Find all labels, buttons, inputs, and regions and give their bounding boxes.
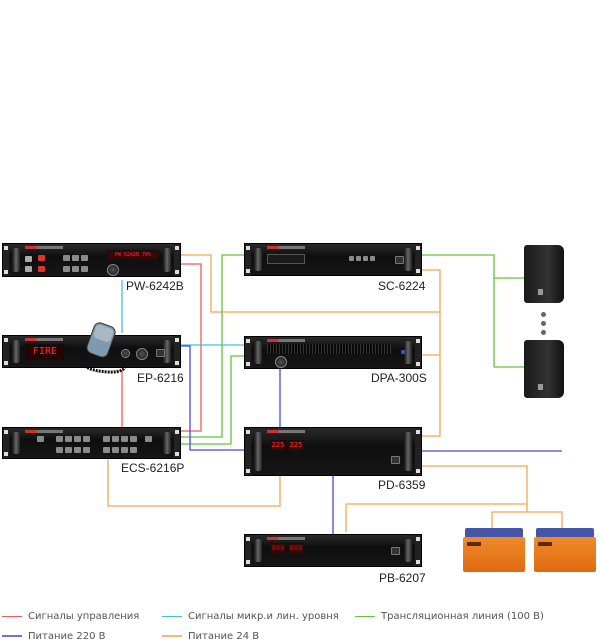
speaker-2 xyxy=(524,340,564,398)
pb-6207-display-right: 888 xyxy=(288,543,304,554)
pd-6359-display-right: 225 xyxy=(288,440,304,451)
device-dpa-300s xyxy=(244,336,422,369)
legend-item-mic-line: Сигналы микр.и лин. уровня xyxy=(162,609,339,623)
label-sc-6224: SC-6224 xyxy=(378,279,426,293)
wire-100v-speaker-2 xyxy=(493,278,524,368)
label-ep-6216: EP-6216 xyxy=(137,371,184,385)
battery-1 xyxy=(463,528,525,572)
legend-label: Сигналы управления xyxy=(28,610,140,622)
legend-swatch xyxy=(162,635,182,637)
wire-220v-ep-pd xyxy=(180,345,245,451)
legend-label: Питание 220 В xyxy=(28,630,106,642)
wire-24v-battery-2 xyxy=(527,511,563,530)
device-pd-6359: 225 225 xyxy=(244,427,422,476)
device-sc-6224 xyxy=(244,243,422,276)
legend-item-power-24: Питание 24 В xyxy=(162,629,259,643)
legend-label: Питание 24 В xyxy=(188,630,260,642)
legend-swatch xyxy=(162,615,182,617)
wire-24v-pw-to-bus xyxy=(180,254,441,313)
legend-item-control: Сигналы управления xyxy=(2,609,139,623)
device-pw-6242b: PW 6242B 70% xyxy=(2,243,181,277)
label-pd-6359: PD-6359 xyxy=(378,478,426,492)
microphone-icon xyxy=(80,322,127,374)
legend-item-line-100v: Трансляционная линия (100 В) xyxy=(355,609,544,623)
wire-24v-ecs-to-pd xyxy=(107,458,281,507)
ellipsis-dot xyxy=(541,330,546,335)
label-dpa-300s: DPA-300S xyxy=(371,371,427,385)
label-pw-6242b: PW-6242B xyxy=(126,279,184,293)
label-ecs-6216p: ECS-6216P xyxy=(121,461,185,475)
legend-swatch xyxy=(2,615,22,617)
speaker-1 xyxy=(524,245,564,303)
battery-2 xyxy=(534,528,596,572)
wire-100v-ecs-sc xyxy=(180,254,245,438)
ellipsis-dot xyxy=(541,312,546,317)
legend-item-power-220: Питание 220 В xyxy=(2,629,105,643)
legend-swatch xyxy=(355,615,375,617)
device-pb-6207: 888 888 xyxy=(244,534,422,567)
label-pb-6207: PB-6207 xyxy=(379,571,426,585)
pd-6359-display-left: 225 xyxy=(270,440,286,451)
wire-100v-sc-speakers xyxy=(421,254,524,279)
ep-6216-display: FIRE xyxy=(25,344,65,360)
legend-swatch xyxy=(2,635,22,637)
wire-24v-pd-top xyxy=(421,312,441,437)
legend-label: Трансляционная линия (100 В) xyxy=(381,610,544,622)
wire-100v-ecs-dpa xyxy=(180,355,245,445)
legend-label: Сигналы микр.и лин. уровня xyxy=(188,610,339,622)
device-ecs-6216p xyxy=(2,427,181,459)
ellipsis-dot xyxy=(541,321,546,326)
pw-6242b-display: PW 6242B 70% xyxy=(107,250,159,260)
pb-6207-display-left: 888 xyxy=(270,543,286,554)
wire-24v-battery-1 xyxy=(491,504,528,530)
